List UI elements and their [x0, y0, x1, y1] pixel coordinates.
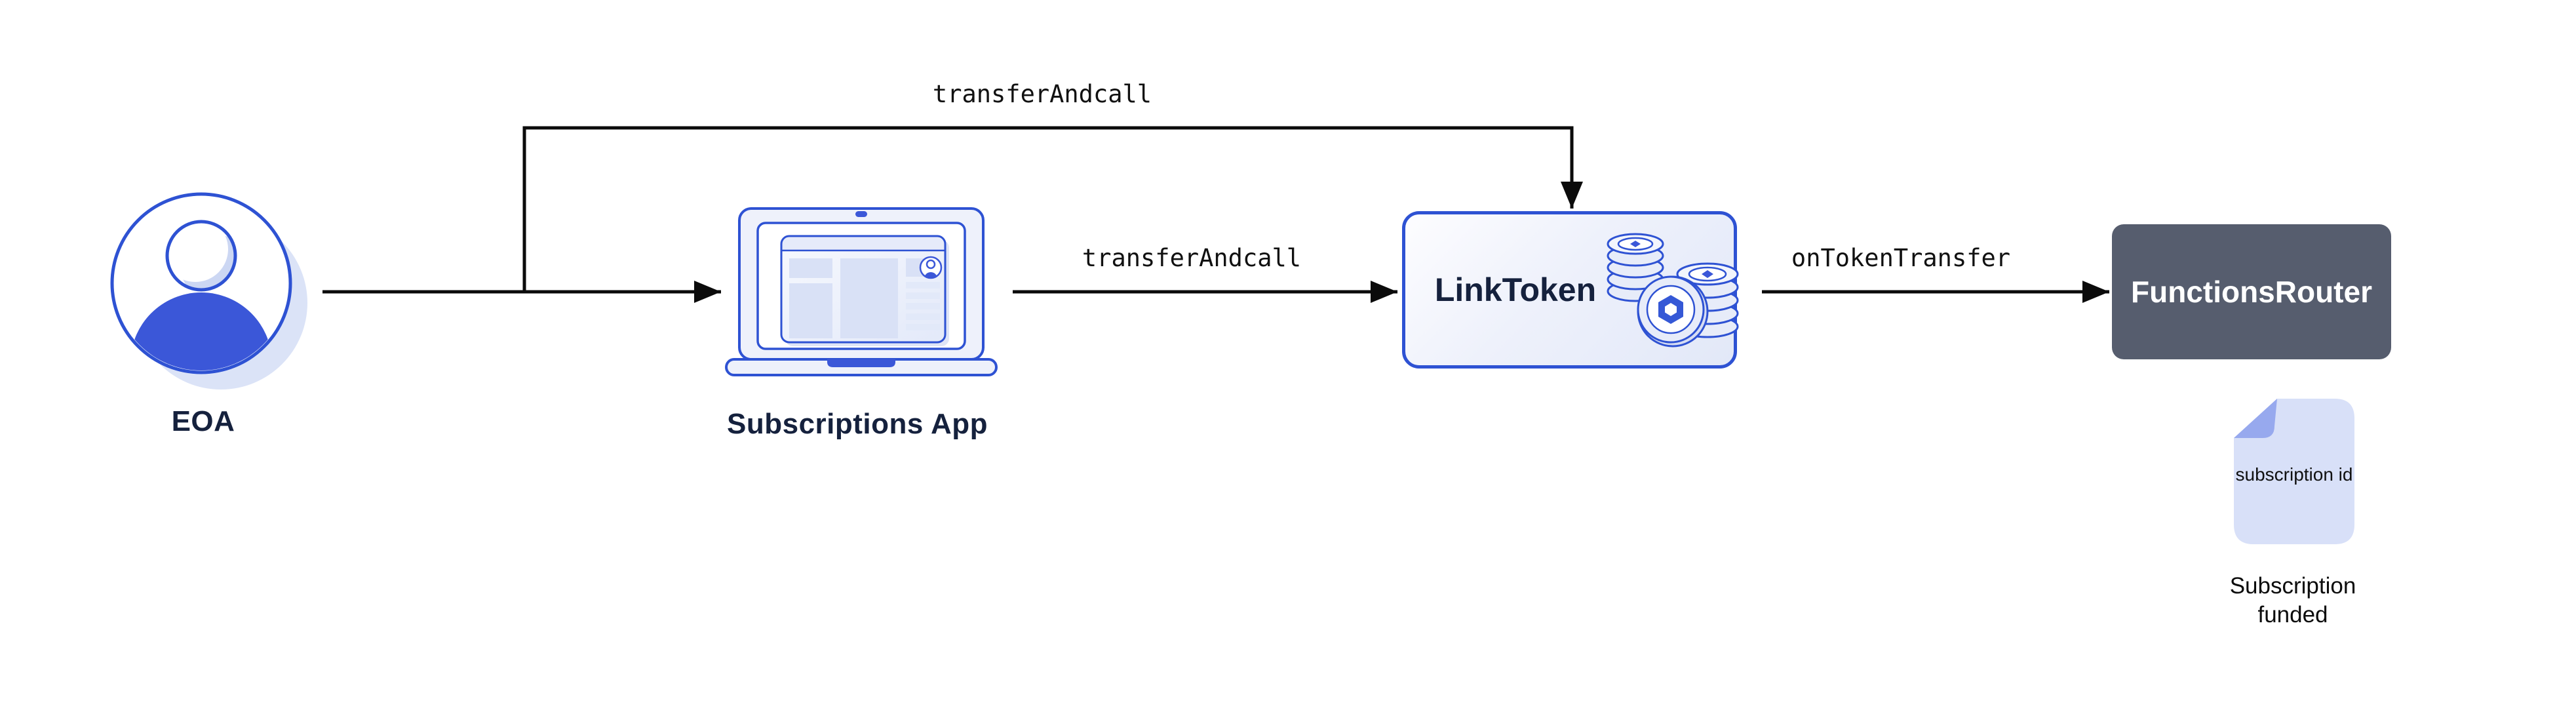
app-window-header [781, 236, 945, 250]
link-coin-stack-icon [1607, 233, 1739, 348]
edge-label-bypass-transferandcall: transferAndcall [932, 80, 1152, 108]
subscriptions-app-laptop-icon [725, 207, 998, 376]
subscriptions-app-label: Subscriptions App [727, 408, 988, 440]
subscription-document-icon [2234, 399, 2354, 544]
subscription-funded-label: Subscription funded [2229, 573, 2356, 628]
functionsrouter-box: FunctionsRouter [2112, 224, 2391, 359]
chainlink-coin-icon [1637, 275, 1709, 348]
eoa-user-circle-icon [110, 192, 307, 389]
document-fold [2234, 399, 2277, 438]
edge-label-ontokentransfer: onTokenTransfer [1791, 244, 2011, 272]
laptop-notch [827, 359, 895, 367]
eoa-head [167, 222, 235, 290]
edge-label-transferandcall: transferAndcall [1082, 244, 1302, 272]
laptop-webcam [855, 211, 867, 217]
linktoken-label: LinkToken [1434, 271, 1597, 308]
subscription-id-text: subscription id [2235, 464, 2353, 485]
eoa-label: EOA [171, 405, 235, 437]
arrow-bypass-eoa-to-token [522, 126, 1583, 292]
functionsrouter-label: FunctionsRouter [2131, 275, 2372, 309]
eoa-body [130, 292, 272, 370]
